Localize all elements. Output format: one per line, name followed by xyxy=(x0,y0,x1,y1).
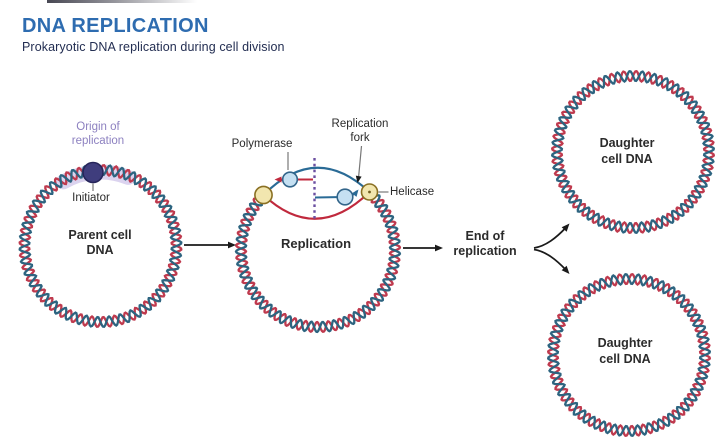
daughter-cell-dna-bottom-label: Daughter cell DNA xyxy=(597,336,653,366)
diagram-subtitle: Prokaryotic DNA replication during cell … xyxy=(22,40,285,54)
daughter-cell-dna-top-label: Daughter cell DNA xyxy=(599,136,655,166)
helicase-label: Helicase xyxy=(390,186,435,198)
polymerase-icon-bottom xyxy=(336,188,354,206)
arrowhead-icon xyxy=(561,265,570,274)
replication-bubble xyxy=(262,158,371,220)
polymerase-label: Polymerase xyxy=(231,138,293,150)
arrowhead-icon xyxy=(274,176,282,183)
arrowhead-icon xyxy=(561,223,570,232)
flow-arrows xyxy=(184,223,570,274)
end-of-replication-label: End of replication xyxy=(453,229,517,258)
arrowhead-icon xyxy=(435,244,443,252)
parent-cell-dna-label: Parent cell DNA xyxy=(68,228,132,257)
arrowhead-icon xyxy=(228,241,236,249)
daughter-dna-ring-bottom xyxy=(546,272,712,438)
helicase-icon-left xyxy=(254,185,273,205)
arrowhead-icon xyxy=(351,189,359,197)
parent-dna-ring xyxy=(18,163,183,329)
daughter-dna-ring-top xyxy=(550,69,716,235)
polymerase-icon-top xyxy=(281,171,299,188)
origin-of-replication-label: Origin of replication xyxy=(71,121,125,147)
helicase-dot xyxy=(368,190,371,194)
arrowhead-icon xyxy=(355,175,362,183)
replication-fork-label: Replication fork xyxy=(331,118,389,144)
replication-label: Replication xyxy=(280,236,352,251)
diagram-title: DNA REPLICATION xyxy=(22,15,209,37)
top-edge-artifact xyxy=(47,0,197,3)
protein-icons xyxy=(82,161,379,206)
initiator-protein-icon xyxy=(82,161,104,184)
replication-dna-ring xyxy=(234,189,402,334)
pointer-lines xyxy=(92,145,389,193)
initiator-label: Initiator xyxy=(72,192,110,204)
